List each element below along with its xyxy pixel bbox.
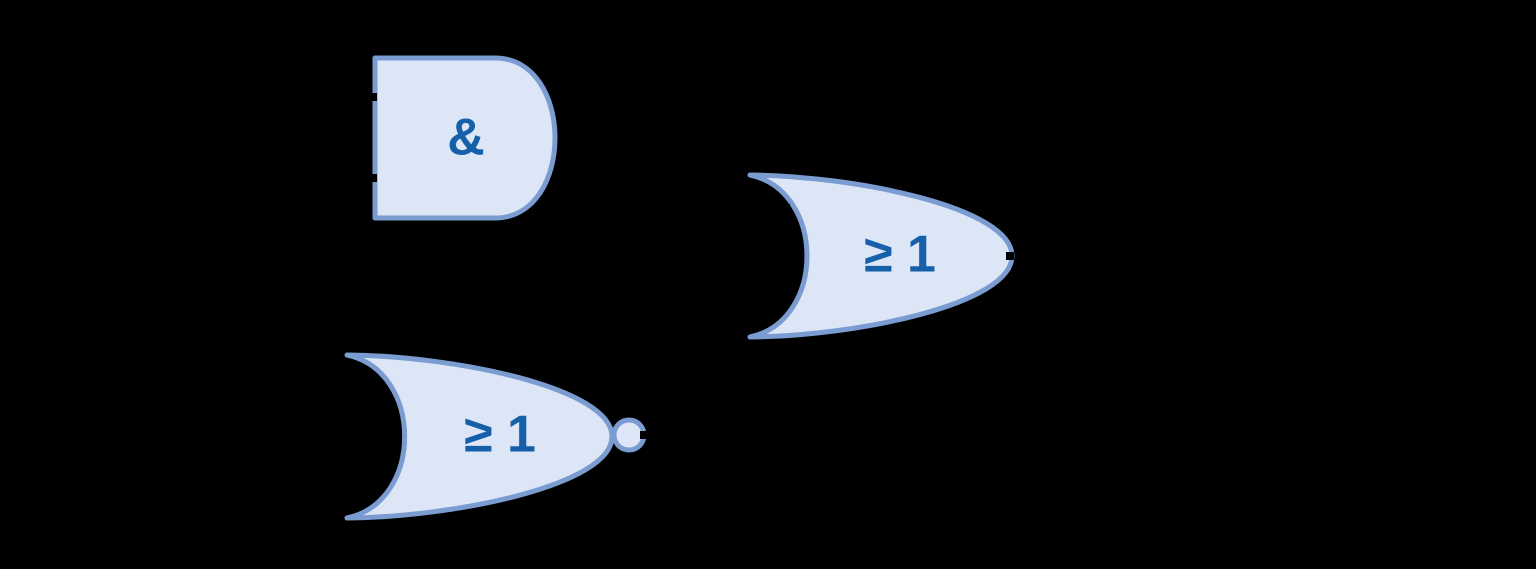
or-gate[interactable]: ≥ 1 bbox=[747, 172, 1015, 340]
and-gate[interactable]: & bbox=[369, 55, 576, 221]
and-gate-label: & bbox=[447, 109, 485, 167]
nor-gate-label: ≥ 1 bbox=[464, 406, 536, 464]
nor-gate-port-output[interactable] bbox=[640, 431, 648, 439]
or-gate-label: ≥ 1 bbox=[864, 226, 936, 284]
and-gate-body[interactable] bbox=[372, 55, 558, 221]
and-gate-port-input-a[interactable] bbox=[369, 93, 377, 101]
or-gate-port-input-b[interactable] bbox=[782, 298, 790, 306]
or-gate-port-input-a[interactable] bbox=[782, 204, 790, 212]
nor-gate-port-input-b[interactable] bbox=[379, 479, 387, 487]
or-gate-port-output[interactable] bbox=[1006, 252, 1014, 260]
nor-gate-inversion-bubble-icon bbox=[611, 417, 647, 453]
nor-gate-port-input-a[interactable] bbox=[379, 385, 387, 393]
and-gate-port-input-b[interactable] bbox=[369, 174, 377, 182]
nor-gate[interactable]: ≥ 1 bbox=[344, 352, 648, 521]
and-gate-port-output[interactable] bbox=[568, 136, 576, 144]
nor-gate-body[interactable] bbox=[344, 352, 615, 521]
or-gate-body[interactable] bbox=[747, 172, 1015, 340]
